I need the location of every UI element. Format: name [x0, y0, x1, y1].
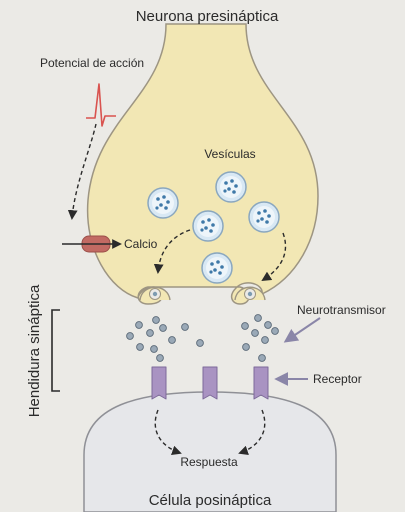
action-potential-trace: [86, 83, 116, 127]
vesicle-fusion-arrow-right: [261, 232, 287, 282]
receptor: [202, 366, 218, 400]
receptor-label: Receptor: [313, 372, 362, 386]
action-potential-label: Potencial de acción: [40, 56, 144, 70]
action-potential-arrow: [67, 123, 97, 220]
postsynaptic-cell-title: Célula posináptica: [149, 492, 272, 509]
receptor: [151, 366, 167, 400]
vesicle: [215, 171, 247, 203]
neurotransmitter-molecules: [126, 314, 279, 362]
vesicle: [192, 210, 224, 242]
response-arrow-left: [154, 409, 182, 456]
calcium-label: Calcio: [124, 237, 158, 251]
vesicles-label: Vesículas: [204, 147, 255, 161]
vesicle: [147, 187, 179, 219]
receptor: [253, 366, 269, 400]
response-label: Respuesta: [180, 455, 238, 469]
vesicle: [248, 201, 280, 233]
presynaptic-neuron-title: Neurona presináptica: [136, 8, 279, 25]
response-arrow-right: [238, 409, 266, 456]
vesicle-fusion-arrow-left: [153, 229, 191, 274]
neurotransmitter-label: Neurotransmisor: [297, 303, 386, 317]
neurotransmitter-pointer: [283, 317, 321, 343]
synaptic-cleft-bracket: [51, 309, 60, 392]
presynaptic-terminal: [86, 23, 319, 305]
synaptic-cleft-label: Hendidura sináptica: [26, 284, 43, 417]
vesicle: [201, 252, 233, 284]
